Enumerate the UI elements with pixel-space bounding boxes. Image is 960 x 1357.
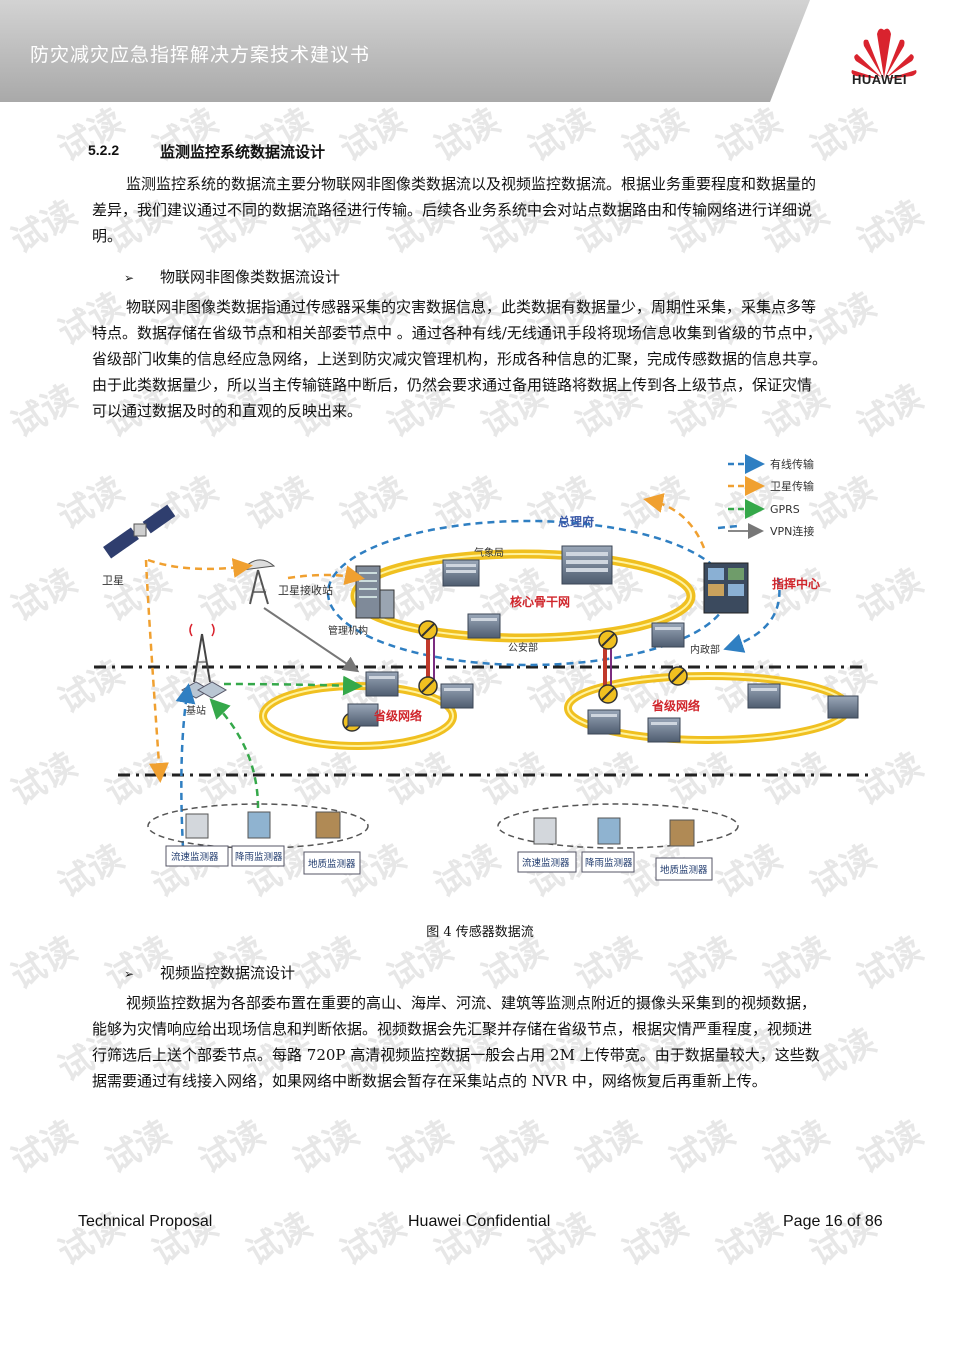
label-satellite: 卫星 <box>102 574 124 587</box>
sensor-dataflow-diagram: 有线传输 卫星传输 GPRS VPN连接 <box>94 454 868 881</box>
watermark-text: 试读 <box>5 745 84 814</box>
video-paragraph: 视频监控数据为各部委布置在重要的高山、海岸、河流、建筑等监测点附近的摄像头采集到… <box>92 990 870 1094</box>
sensor-icons <box>185 811 695 847</box>
huawei-logo-icon <box>851 28 917 79</box>
watermark-text: 试读 <box>616 101 695 170</box>
logo-wordmark: HUAWEI <box>852 72 907 87</box>
legend-label: 卫星传输 <box>770 479 814 493</box>
text-line: 明。 <box>92 227 123 245</box>
watermark-text: 试读 <box>710 101 789 170</box>
header-corner <box>770 0 960 102</box>
sensor-label: 地质监测器 <box>308 858 356 870</box>
text-line: 据需要通过有线接入网络，如果网络中断数据会暂存在采集站点的 NVR 中，网络恢复… <box>92 1072 767 1090</box>
arrow-bullet-icon: ➢ <box>124 271 135 285</box>
watermark-text: 试读 <box>381 1113 460 1182</box>
text-line: 监测监控系统的数据流主要分物联网非图像类数据流以及视频监控数据流。根据业务重要程… <box>126 175 817 193</box>
watermark-text: 试读 <box>193 1113 272 1182</box>
watermark-text: 试读 <box>334 101 413 170</box>
bullet-title: 视频监控数据流设计 <box>160 964 296 982</box>
watermark-text: 试读 <box>5 377 84 446</box>
watermark-text: 试读 <box>5 193 84 262</box>
intro-paragraph: 监测监控系统的数据流主要分物联网非图像类数据流以及视频监控数据流。根据业务重要程… <box>92 171 870 249</box>
label-core-network: 核心骨干网 <box>510 594 570 609</box>
section-title: 监测监控系统数据流设计 <box>160 143 326 161</box>
legend: 有线传输 卫星传输 GPRS VPN连接 <box>728 454 814 539</box>
server-icons <box>347 545 859 743</box>
footer-left: Technical Proposal <box>78 1213 213 1230</box>
watermark-text: 试读 <box>287 1113 366 1182</box>
text-line: 视频监控数据为各部委布置在重要的高山、海岸、河流、建筑等监测点附近的摄像头采集到… <box>126 994 817 1012</box>
label-weather-bureau: 气象局 <box>474 546 504 559</box>
legend-label: VPN连接 <box>770 525 814 538</box>
watermark-text: 试读 <box>5 1113 84 1182</box>
figure-caption: 图 4 传感器数据流 <box>426 925 534 940</box>
label-base-station: 基站 <box>186 704 206 717</box>
arrow-bullet-icon: ➢ <box>124 967 135 981</box>
bullet-title: 物联网非图像类数据流设计 <box>160 268 341 286</box>
sensor-label: 降雨监测器 <box>235 851 283 863</box>
watermark-text: 试读 <box>616 1205 695 1274</box>
watermark-text: 试读 <box>757 1113 836 1182</box>
watermark-text: 试读 <box>475 1113 554 1182</box>
sensor-label: 流速监测器 <box>522 857 570 869</box>
label-province-right: 省级网络 <box>651 698 700 713</box>
watermark-text: 试读 <box>804 101 883 170</box>
watermark-text: 试读 <box>663 1113 742 1182</box>
text-line: 能够为灾情响应给出现场信息和判断依据。视频数据会先汇聚并存储在省级节点，根据灾情… <box>92 1020 813 1038</box>
label-interior: 内政部 <box>690 643 720 656</box>
legend-label: GPRS <box>770 503 800 516</box>
footer-page-number: Page 16 of 86 <box>783 1213 883 1230</box>
label-hq: 总理府 <box>558 514 594 529</box>
command-center-icon <box>703 562 749 614</box>
watermark-text: 试读 <box>428 101 507 170</box>
footer-center: Huawei Confidential <box>408 1213 551 1230</box>
watermark-text: 试读 <box>240 1205 319 1274</box>
sensor-label: 地质监测器 <box>660 864 708 876</box>
sensor-label: 流速监测器 <box>171 851 219 863</box>
iot-paragraph: 物联网非图像类数据指通过传感器采集的灾害数据信息，此类数据有数据量少，周期性采集… <box>92 294 870 424</box>
text-line: 差异，我们建议通过不同的数据流路径进行传输。后续各业务系统中会对站点数据路由和传… <box>92 201 813 219</box>
label-command-center: 指挥中心 <box>772 576 820 591</box>
watermark-text: 试读 <box>710 1205 789 1274</box>
text-line: 行筛选后上送个部委节点。每路 720P 高清视频监控数据一般会占用 2M 上传带… <box>92 1046 820 1064</box>
watermark-text: 试读 <box>52 101 131 170</box>
text-line: 省级部门收集的信息经应急网络，上送到防灾减灾管理机构，形成各种信息的汇聚，完成传… <box>92 350 828 368</box>
document-title: 防灾减灾应急指挥解决方案技术建议书 <box>30 44 371 66</box>
satellite-icon <box>103 504 176 559</box>
watermark-text: 试读 <box>522 101 601 170</box>
legend-label: 有线传输 <box>770 457 814 471</box>
text-line: 由于此类数据量少，所以当主传输链路中断后，仍然会要求通过备用链路将数据上传到各上… <box>92 376 813 394</box>
text-line: 物联网非图像类数据指通过传感器采集的灾害数据信息，此类数据有数据量少，周期性采集… <box>126 298 817 316</box>
label-ground-station: 卫星接收站 <box>278 583 333 597</box>
label-police: 公安部 <box>508 641 538 654</box>
text-line: 特点。数据存储在省级节点和相关部委节点中 。通过各种有线/无线通讯手段将现场信息… <box>92 324 822 342</box>
page-header: 防灾减灾应急指挥解决方案技术建议书 HUAWEI <box>0 0 960 102</box>
sensor-label: 降雨监测器 <box>585 857 633 869</box>
watermark-text: 试读 <box>99 1113 178 1182</box>
bullet-heading-iot: ➢ 物联网非图像类数据流设计 <box>124 266 340 287</box>
label-management: 管理机构 <box>328 624 368 637</box>
watermark-text: 试读 <box>334 1205 413 1274</box>
watermark-text: 试读 <box>5 561 84 630</box>
cell-tower-icon <box>180 623 228 699</box>
text-line: 可以通过数据及时的和直观的反映出来。 <box>92 402 363 420</box>
watermark-text: 试读 <box>569 1113 648 1182</box>
section-number: 5.2.2 <box>88 142 120 158</box>
watermark-text: 试读 <box>851 1113 930 1182</box>
sensor-label-boxes <box>165 845 713 881</box>
label-province-left: 省级网络 <box>373 708 422 723</box>
bullet-heading-video: ➢ 视频监控数据流设计 <box>124 962 295 983</box>
